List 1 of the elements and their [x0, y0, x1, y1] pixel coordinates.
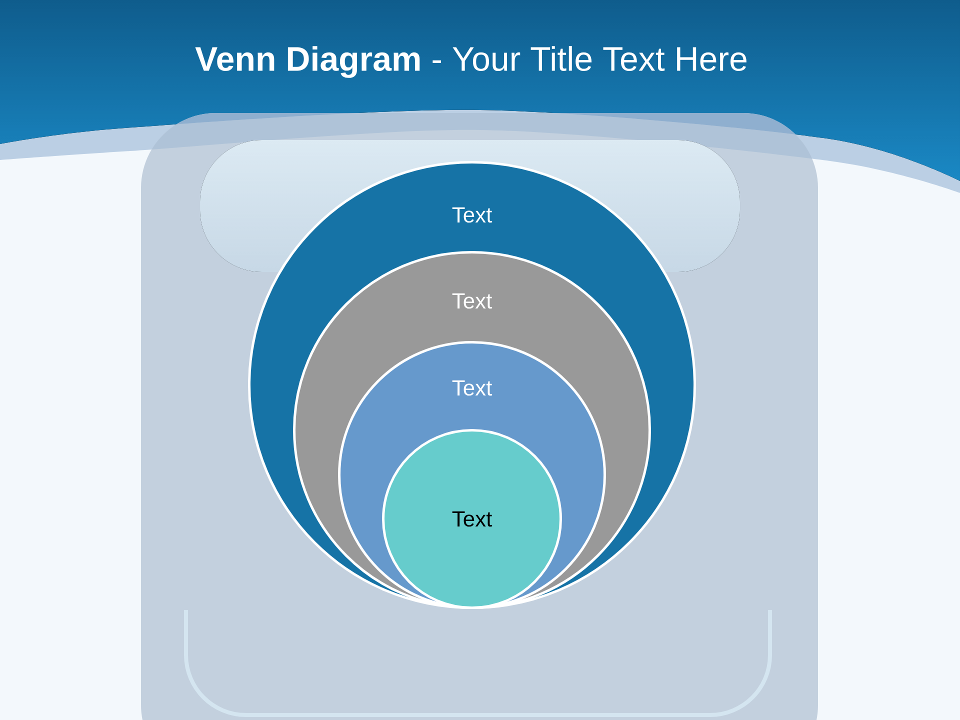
title: Venn Diagram - Your Title Text Here	[195, 46, 746, 78]
